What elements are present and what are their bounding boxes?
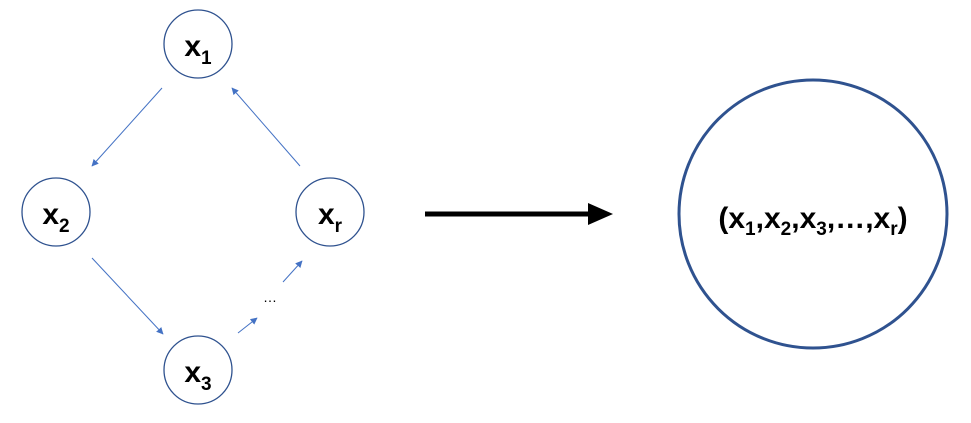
- node-x1-var: x: [184, 30, 201, 63]
- node-xr: xr: [295, 177, 365, 247]
- ellipsis-label: …: [263, 289, 277, 305]
- node-x2-var: x: [42, 198, 59, 231]
- node-x3-var: x: [184, 356, 201, 389]
- node-x1-sub: 1: [201, 48, 212, 69]
- node-x2-sub: 2: [59, 216, 70, 237]
- svg-text:xr: xr: [318, 198, 343, 237]
- node-x1: x1: [163, 9, 233, 79]
- svg-text:x3: x3: [184, 356, 211, 395]
- svg-text:x2: x2: [42, 198, 69, 237]
- node-xr-sub: r: [335, 216, 343, 237]
- edge-x2-to-x3: [91, 257, 164, 335]
- tuple-node: (x1,x2,x3,…,xr): [677, 78, 949, 350]
- edge-xr-to-x1: [231, 87, 301, 167]
- node-x2: x2: [21, 177, 91, 247]
- tuple-label: (x1,x2,x3,…,xr): [718, 202, 907, 240]
- transform-arrow: [425, 203, 613, 225]
- node-x3: x3: [163, 335, 233, 405]
- edge-x3-to-ellipsis: [237, 317, 258, 334]
- node-x3-sub: 3: [201, 374, 212, 395]
- edge-ellipsis-to-xr: [282, 260, 303, 283]
- edge-x1-to-x2: [91, 87, 163, 167]
- node-xr-var: x: [318, 198, 335, 231]
- svg-text:x1: x1: [184, 30, 212, 69]
